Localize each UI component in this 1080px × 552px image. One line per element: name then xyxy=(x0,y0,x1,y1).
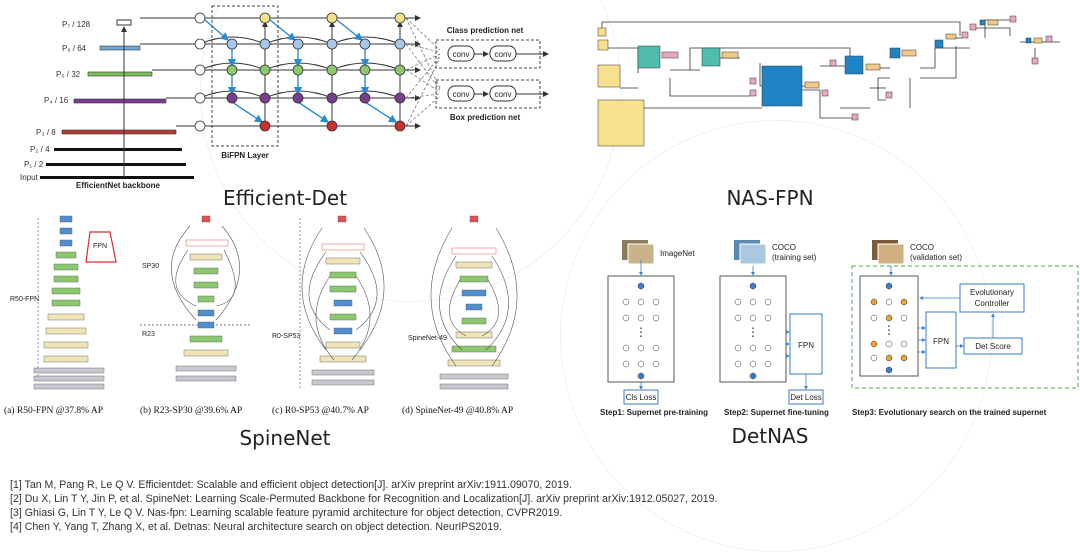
backbone-label: EfficientNet backbone xyxy=(76,181,161,190)
fpn-box-3 xyxy=(925,311,957,369)
fpn-label-3: FPN xyxy=(933,337,949,346)
label-r23: R23 xyxy=(142,331,155,338)
label-r0-sp53: R0-SP53 xyxy=(272,333,301,340)
label-r50-fpn: R50-FPN xyxy=(10,296,39,303)
feature-bar-p2 xyxy=(54,148,182,151)
label-sp30: SP30 xyxy=(142,263,159,270)
fpn-label-2: FPN xyxy=(798,341,814,350)
step2-caption: Step2: Supernet fine-tuning xyxy=(724,408,829,417)
training-set-label: (training set) xyxy=(772,253,817,262)
caption-r0-sp53: (c) R0-SP53 @40.7% AP xyxy=(272,406,369,416)
cls-loss-box xyxy=(623,389,659,405)
label-spinenet49: SpineNet-49 xyxy=(408,335,447,342)
det-score-label: Det Score xyxy=(975,342,1011,351)
coco-label-val: COCO xyxy=(910,243,934,252)
bifpn-label: BiFPN Layer xyxy=(221,151,269,160)
caption-r50-fpn: (a) R50-FPN @37.8% AP xyxy=(4,406,104,416)
feature-bar-p3 xyxy=(61,129,177,135)
level-label-p3: P₃ / 8 xyxy=(36,128,56,137)
feature-bar-p7 xyxy=(116,19,132,26)
caption-spinenet49: (d) SpineNet-49 @40.8% AP xyxy=(402,406,514,416)
det-loss-box xyxy=(788,389,824,405)
feature-bar-p1 xyxy=(46,163,186,166)
box-conv-1-label: conv xyxy=(453,90,470,99)
label-fpn: FPN xyxy=(93,243,107,250)
class-conv-1-label: conv xyxy=(453,50,470,59)
feature-bar-input xyxy=(40,176,194,179)
detnas-diagram: ImageNet COCO (training set) FPN COCO (v… xyxy=(607,240,1079,405)
level-label-p6: P₆ / 64 xyxy=(62,44,87,53)
spinenet-title: SpineNet xyxy=(239,426,331,450)
coco-val-thumbnail xyxy=(877,243,905,265)
supernet-box-3 xyxy=(859,275,919,377)
nasfpn-figure xyxy=(590,8,1070,178)
efficientdet-diagram: P₇ / 128 P₆ / 64 P₅ / 32 P₄ / 16 P₃ / 8 … xyxy=(20,5,549,190)
references: [1] Tan M, Pang R, Le Q V. Efficientdet:… xyxy=(10,478,717,534)
efficientdet-figure: P₇ / 128 P₆ / 64 P₅ / 32 P₄ / 16 P₃ / 8 … xyxy=(0,0,560,190)
caption-r23-sp30: (b) R23-SP30 @39.6% AP xyxy=(140,406,243,416)
coco-train-thumbnail xyxy=(739,243,767,265)
step1-caption: Step1: Supernet pre-training xyxy=(600,408,709,417)
fpn-trapezoid xyxy=(85,231,117,263)
reference-3: [3] Ghiasi G, Lin T Y, Le Q V. Nas-fpn: … xyxy=(10,507,563,519)
validation-set-label: (validation set) xyxy=(910,253,962,262)
feature-bar-p5 xyxy=(87,71,153,77)
nasfpn-title: NAS-FPN xyxy=(726,186,814,210)
reference-2: [2] Du X, Lin T Y, Jin P, et al. SpineNe… xyxy=(10,493,718,505)
level-label-p2: P₂ / 4 xyxy=(30,145,50,154)
coco-label-train: COCO xyxy=(772,243,796,252)
level-label-p4: P₄ / 16 xyxy=(44,96,69,105)
nasfpn-input-block xyxy=(597,99,645,147)
det-loss-label: Det Loss xyxy=(790,393,822,402)
class-net-label: Class prediction net xyxy=(447,26,524,35)
box-net-label: Box prediction net xyxy=(450,113,521,122)
level-label-p5: P₅ / 32 xyxy=(56,70,81,79)
svg-text:⋮: ⋮ xyxy=(747,325,759,339)
cls-loss-label: Cls Loss xyxy=(626,393,657,402)
svg-text:⋮: ⋮ xyxy=(635,325,647,339)
controller-label-2: Controller xyxy=(975,299,1010,308)
controller-label-1: Evolutionary xyxy=(970,288,1014,297)
level-label-p7: P₇ / 128 xyxy=(62,20,91,29)
imagenet-label: ImageNet xyxy=(660,249,695,258)
box-conv-2-label: conv xyxy=(495,90,512,99)
spinenet-diagram: R50-FPN FPN SP30 R23 R0-SP53 xyxy=(10,215,518,390)
feature-bar-p6 xyxy=(99,45,141,51)
svg-text:⋮: ⋮ xyxy=(883,323,895,337)
efficientdet-title: Efficient-Det xyxy=(222,186,348,210)
detnas-figure: ImageNet COCO (training set) FPN COCO (v… xyxy=(580,232,1080,422)
reference-4: [4] Chen Y, Yang T, Zhang X, et al. Detn… xyxy=(10,521,502,533)
class-conv-2-label: conv xyxy=(495,50,512,59)
level-label-p1: P₁ / 2 xyxy=(24,160,44,169)
step3-caption: Step3: Evolutionary search on the traine… xyxy=(852,408,1047,417)
detnas-title: DetNAS xyxy=(731,424,809,448)
supernet-box-2 xyxy=(719,275,787,383)
spinenet-figure: R50-FPN FPN SP30 R23 R0-SP53 xyxy=(0,210,560,420)
nasfpn-diagram xyxy=(597,15,1060,147)
level-label-input: Input xyxy=(20,173,39,182)
feature-bar-p4 xyxy=(73,98,167,104)
search-dashed-box xyxy=(851,265,1079,389)
reference-1: [1] Tan M, Pang R, Le Q V. Efficientdet:… xyxy=(10,479,572,491)
nasfpn-large-block xyxy=(761,65,803,107)
bifpn-layer-box xyxy=(211,5,279,147)
